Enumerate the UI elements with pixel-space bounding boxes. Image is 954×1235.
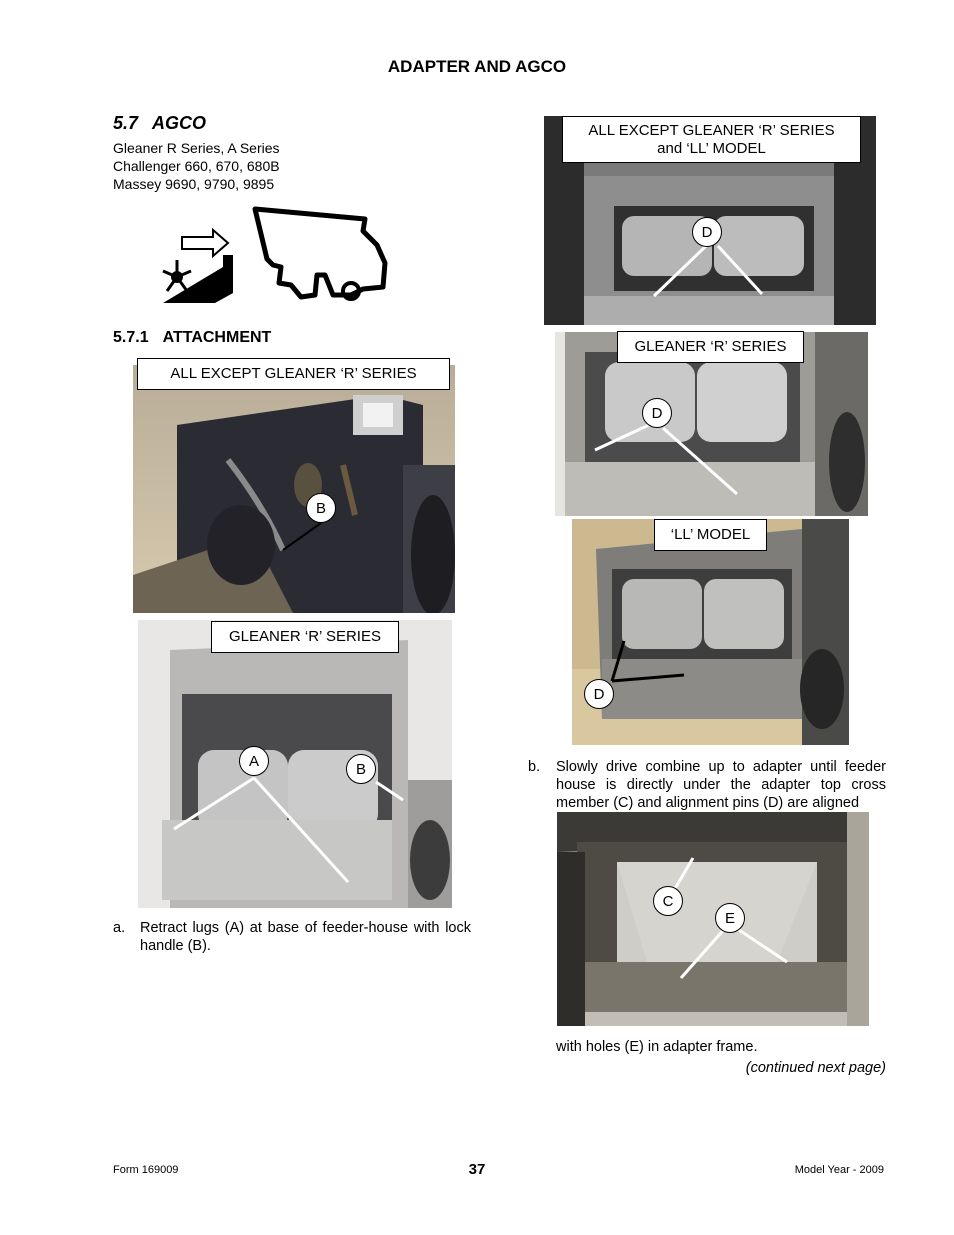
subsection-title: 5.7.1 ATTACHMENT — [113, 329, 271, 347]
figure-caption: GLEANER ‘R’ SERIES — [617, 331, 804, 363]
footer-model-year: Model Year - 2009 — [794, 1164, 884, 1176]
callout-d: D — [584, 679, 614, 709]
photo-ll-model-alignment-pins — [572, 519, 849, 745]
step-b-continuation: with holes (E) in adapter frame. — [556, 1039, 758, 1055]
section-name: AGCO — [152, 113, 207, 133]
combine-icon — [252, 206, 388, 301]
step-text: Slowly drive combine up to adapter until… — [556, 759, 886, 811]
figure-caption: ALL EXCEPT GLEANER ‘R’ SERIES and ‘LL’ M… — [562, 116, 861, 163]
callout-b: B — [346, 754, 376, 784]
figure-caption: ‘LL’ MODEL — [654, 519, 767, 551]
model-list: Gleaner R Series, A Series Challenger 66… — [113, 139, 280, 193]
page-header: ADAPTER AND AGCO — [387, 57, 567, 76]
adapter-to-combine-illustration — [155, 205, 395, 307]
step-label: b. — [528, 759, 541, 775]
callout-b: B — [306, 493, 336, 523]
step-a: a. Retract lugs (A) at base of feeder-ho… — [113, 919, 471, 959]
section-number: 5.7 — [113, 113, 139, 133]
callout-c: C — [653, 886, 683, 916]
figure-caption: ALL EXCEPT GLEANER ‘R’ SERIES — [137, 358, 450, 390]
model-line: Massey 9690, 9790, 9895 — [113, 176, 275, 192]
caption-line: and ‘LL’ MODEL — [657, 139, 766, 157]
callout-d: D — [642, 398, 672, 428]
figure-caption: GLEANER ‘R’ SERIES — [211, 621, 399, 653]
callout-a: A — [239, 746, 269, 776]
page-number: 37 — [468, 1161, 486, 1178]
callout-d: D — [692, 217, 722, 247]
step-text: Retract lugs (A) at base of feeder-house… — [140, 920, 471, 954]
step-label: a. — [113, 920, 126, 936]
adapter-icon — [162, 255, 233, 303]
model-line: Gleaner R Series, A Series — [113, 140, 280, 156]
photo-gleaner-r-alignment-pins — [555, 332, 868, 516]
step-b: b. Slowly drive combine up to adapter un… — [528, 758, 886, 814]
model-line: Challenger 660, 670, 680B — [113, 158, 280, 174]
caption-line: ALL EXCEPT GLEANER ‘R’ SERIES — [588, 121, 835, 139]
photo-feeder-house-lock-handle — [133, 365, 455, 613]
arrow-right-icon — [181, 227, 230, 259]
subsection-number: 5.7.1 — [113, 329, 149, 346]
subsection-name: ATTACHMENT — [162, 329, 272, 346]
photo-feeder-under-cross-member — [557, 812, 869, 1026]
continued-note: (continued next page) — [745, 1060, 886, 1076]
section-title: 5.7 AGCO — [113, 113, 206, 134]
callout-e: E — [715, 903, 745, 933]
photo-gleaner-r-feeder-house — [138, 620, 452, 908]
footer-form: Form 169009 — [113, 1164, 179, 1176]
